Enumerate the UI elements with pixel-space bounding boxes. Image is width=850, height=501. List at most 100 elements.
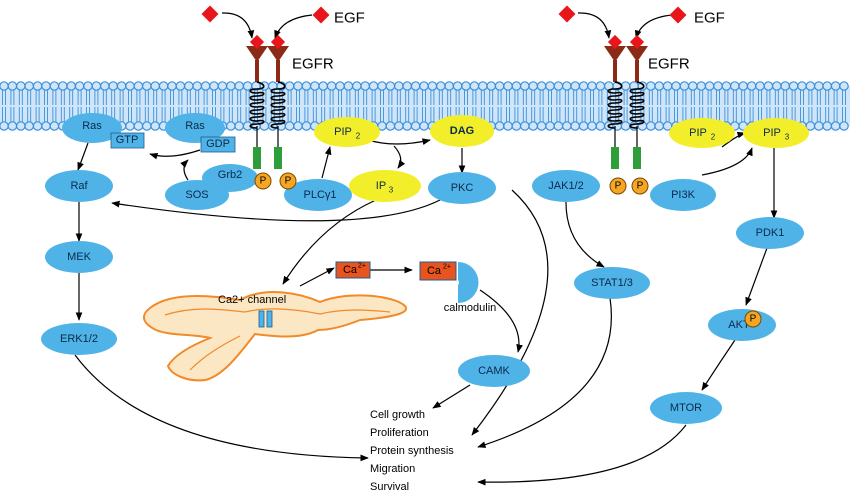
lipid-head-bottom	[494, 121, 505, 131]
arrow-egf-left-1	[221, 12, 255, 39]
phospho-label: P	[285, 176, 292, 187]
lipid-head-bottom	[133, 121, 144, 131]
node-sos	[165, 180, 229, 210]
lipid-head-top	[486, 81, 496, 91]
lipid-head-top	[595, 81, 606, 91]
lipid-head-bottom	[595, 121, 606, 131]
lipid-head-bottom	[41, 121, 51, 131]
arrow-ip3-er	[282, 199, 377, 285]
arrow-pkc-outcome	[471, 189, 549, 436]
lipid-head-top	[0, 81, 9, 91]
er-membrane	[143, 291, 408, 382]
node-jak	[532, 170, 600, 202]
lipid-head-top	[822, 81, 832, 91]
lipid-head-top	[293, 81, 303, 91]
lipid-head-top	[797, 81, 807, 91]
lipid-head-top	[780, 81, 790, 91]
node-mtor	[650, 392, 722, 424]
node-ca-1-sup: 2+	[358, 263, 366, 270]
lipid-head-top	[226, 81, 236, 91]
lipid-head-bottom	[620, 121, 631, 131]
arrow-egf-right-1	[577, 12, 612, 39]
arrow-erk-outcome	[74, 354, 369, 462]
egfr-extracellular-domain	[246, 46, 268, 62]
node-camk-label: CAMK	[478, 365, 510, 377]
arrow-stat-outcome	[477, 297, 612, 448]
lipid-head-top	[91, 81, 102, 91]
node-gdp	[200, 136, 236, 153]
node-ca-2-label: Ca	[427, 265, 442, 277]
lipid-head-bottom	[813, 121, 824, 131]
lipid-head-top	[351, 81, 362, 91]
lipid-head-top	[15, 81, 26, 91]
egfr-stalk	[255, 60, 259, 82]
lipid-head-top	[519, 81, 530, 91]
pathway-nodes: Ras GTP Ras GDP Raf MEK ERK1/2 Grb2 SOS …	[41, 113, 809, 424]
lipid-head-bottom	[49, 121, 60, 131]
node-ras-2-label: Ras	[185, 120, 205, 132]
lipid-head-top	[662, 81, 673, 91]
node-dag	[430, 115, 494, 147]
node-akt-label: AKT	[728, 319, 750, 331]
lipid-head-bottom	[830, 121, 841, 131]
lipid-head-bottom	[402, 121, 412, 131]
lipid-head-top	[393, 81, 404, 91]
lipid-head-top	[402, 81, 412, 91]
lipid-head-top	[461, 81, 471, 91]
lipid-head-bottom	[570, 121, 580, 131]
outcome-4: Survival	[370, 481, 409, 493]
lipid-head-top	[419, 81, 429, 91]
phospho-label: P	[615, 181, 622, 192]
lipid-head-bottom	[0, 121, 9, 131]
lipid-head-top	[713, 81, 723, 91]
lipid-head-top	[587, 81, 597, 91]
lipid-head-top	[335, 81, 345, 91]
node-pip2-right-label: PIP	[689, 127, 707, 139]
phospho-circle	[279, 172, 297, 190]
lipid-head-top	[41, 81, 51, 91]
lipid-head-top	[7, 81, 18, 91]
er-lumen-line-2	[189, 335, 241, 371]
lipid-head-top	[545, 81, 555, 91]
node-grb2-label: Grb2	[218, 169, 242, 181]
egfr-label-right: EGFR	[648, 56, 690, 73]
egf-ligand-bound	[270, 34, 286, 50]
lipid-head-top	[175, 81, 186, 91]
lipid-head-top	[377, 81, 387, 91]
arrow-jak-stat	[565, 199, 605, 268]
lipid-head-top	[217, 81, 228, 91]
phospho-circle	[254, 172, 272, 190]
node-pip3-sub: 3	[785, 133, 790, 142]
lipid-head-top	[813, 81, 824, 91]
lipid-head-top	[839, 81, 849, 91]
lipid-head-top	[209, 81, 219, 91]
node-pkc-label: PKC	[451, 182, 474, 194]
lipid-head-top	[360, 81, 370, 91]
lipid-head-bottom	[578, 121, 589, 131]
egfr-stalk	[276, 60, 280, 82]
lipid-head-top	[66, 81, 76, 91]
lipid-head-top	[469, 81, 480, 91]
node-raf	[45, 170, 113, 202]
lipid-head-bottom	[15, 121, 26, 131]
node-stat-label: STAT1/3	[591, 277, 633, 289]
node-ca-1-label: Ca	[343, 264, 358, 276]
lipid-head-top	[578, 81, 589, 91]
node-pdk1	[736, 217, 804, 249]
lipid-head-top	[729, 81, 740, 91]
lipid-head-bottom	[251, 121, 261, 131]
node-pip2-right	[669, 118, 735, 148]
node-ca-2	[419, 261, 457, 281]
node-pi3k-label: PI3K	[671, 189, 696, 201]
node-ca-1	[335, 261, 371, 279]
lipid-head-top	[771, 81, 782, 91]
egfr-kinase-domain	[274, 147, 282, 169]
node-erk-label: ERK1/2	[60, 333, 98, 345]
lipid-head-top	[696, 81, 706, 91]
phospho-circle	[631, 177, 649, 195]
node-pip3	[743, 118, 809, 148]
lipid-head-top	[74, 81, 85, 91]
lipid-head-top	[561, 81, 572, 91]
lipid-head-bottom	[234, 121, 244, 131]
lipid-head-bottom	[419, 121, 429, 131]
